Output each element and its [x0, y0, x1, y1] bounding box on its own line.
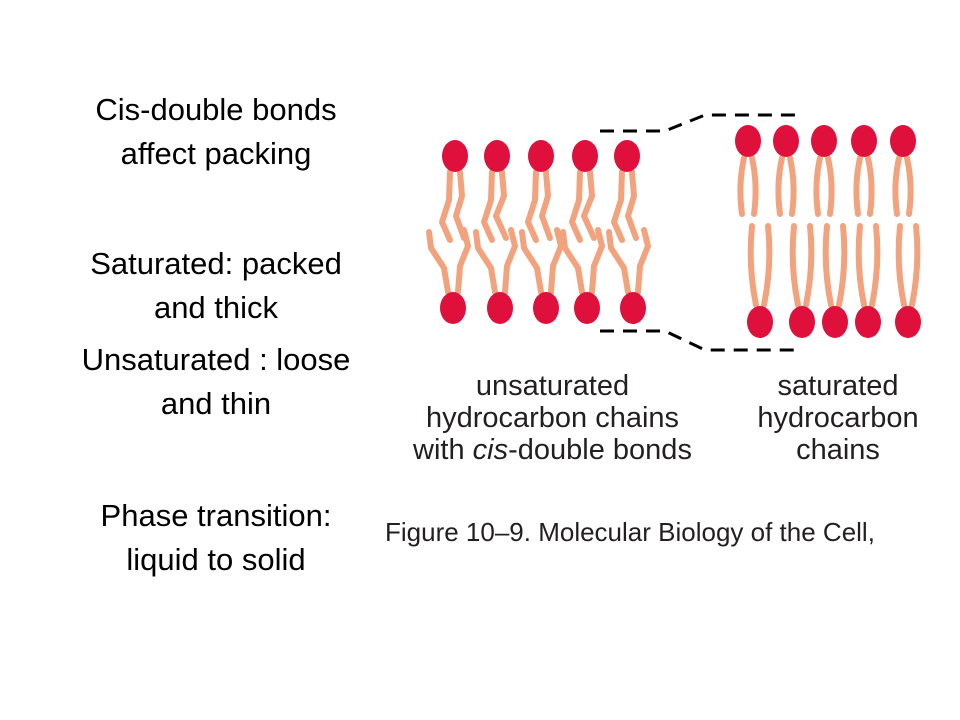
hydrocarbon-tail: [525, 169, 539, 243]
hydrocarbon-tail: [761, 223, 773, 308]
caption-line: hydrocarbon chains: [425, 402, 680, 434]
phospholipid-head: [890, 125, 916, 157]
hydrocarbon-tail: [589, 227, 605, 295]
phospholipid-head: [487, 292, 513, 324]
caption-text: -double bonds: [508, 434, 692, 466]
bullet-unsaturated: Unsaturated : loose and thin: [40, 338, 392, 426]
caption-line: unsaturated: [475, 370, 630, 402]
hydrocarbon-tail: [481, 169, 495, 243]
unsaturated-bilayer: [426, 140, 651, 324]
phospholipid-head: [789, 306, 815, 338]
hydrocarbon-tail: [737, 155, 747, 217]
phospholipid-head: [855, 306, 881, 338]
hydrocarbon-tail: [581, 169, 597, 241]
hydrocarbon-tail: [892, 155, 902, 217]
bullet-line: Unsaturated : loose: [81, 342, 351, 377]
dashed-line-top: [600, 113, 795, 133]
hydrocarbon-tail: [904, 155, 914, 217]
bullet-saturated: Saturated: packed and thick: [40, 242, 392, 330]
bullet-phase-transition: Phase transition: liquid to solid: [40, 494, 392, 582]
phospholipid-head: [533, 292, 559, 324]
phospholipid-head: [574, 292, 600, 324]
hydrocarbon-tail: [611, 169, 625, 243]
figure-citation: Figure 10–9. Molecular Biology of the Ce…: [385, 517, 875, 547]
hydrocarbon-tail: [606, 229, 631, 295]
phospholipid-head: [620, 292, 646, 324]
phospholipid-head: [440, 292, 466, 324]
lipid-bilayer-figure: [426, 113, 921, 352]
hydrocarbon-tail: [473, 229, 498, 295]
hydrocarbon-tail: [803, 223, 815, 308]
phospholipid-head: [851, 125, 877, 157]
bullet-line: Cis-double bonds: [95, 92, 337, 127]
phospholipid-head: [895, 306, 921, 338]
bullet-line: Saturated: packed: [90, 246, 342, 281]
phospholipid-head: [484, 140, 510, 172]
saturated-bilayer: [735, 125, 921, 338]
bullet-line: and thin: [160, 386, 272, 421]
hydrocarbon-tail: [853, 155, 863, 217]
hydrocarbon-tail: [539, 169, 553, 241]
hydrocarbon-tail: [869, 223, 881, 308]
hydrocarbon-tail: [836, 223, 848, 308]
phospholipid-head: [614, 140, 640, 172]
hydrocarbon-tail: [822, 223, 834, 308]
phospholipid-head: [773, 125, 799, 157]
caption-line: hydrocarbon: [757, 402, 919, 434]
phospholipid-head: [735, 125, 761, 157]
bullet-line: Phase transition:: [100, 498, 332, 533]
unsaturated-caption: unsaturated hydrocarbon chains with cis-…: [385, 370, 720, 466]
hydrocarbon-tail: [519, 229, 544, 295]
hydrocarbon-tail: [747, 223, 759, 308]
hydrocarbon-tail: [825, 155, 835, 217]
hydrocarbon-tail: [569, 169, 583, 243]
dashed-line-bottom: [600, 329, 795, 352]
hydrocarbon-tail: [548, 227, 564, 295]
caption-text: with: [413, 434, 473, 466]
bullet-line: liquid to solid: [126, 542, 306, 577]
hydrocarbon-tail: [439, 169, 453, 243]
hydrocarbon-tail: [775, 155, 785, 217]
phospholipid-head: [572, 140, 598, 172]
bullet-cis-double-bonds: Cis-double bonds affect packing: [40, 88, 392, 176]
hydrocarbon-tail: [453, 169, 467, 241]
hydrocarbon-tail: [787, 155, 797, 217]
phospholipid-head: [822, 306, 848, 338]
hydrocarbon-tail: [813, 155, 823, 217]
phospholipid-head: [811, 125, 837, 157]
hydrocarbon-tail: [502, 227, 518, 295]
hydrocarbon-tail: [426, 229, 451, 295]
bilayer-thickness-dashed-lines: [600, 113, 795, 352]
hydrocarbon-tail: [895, 223, 907, 308]
hydrocarbon-tail: [909, 223, 921, 308]
phospholipid-head: [528, 140, 554, 172]
caption-line: chains: [796, 434, 880, 466]
bullet-line: affect packing: [120, 136, 312, 171]
hydrocarbon-tail: [789, 223, 801, 308]
hydrocarbon-tail: [560, 229, 585, 295]
caption-line: with cis-double bonds: [385, 434, 720, 466]
phospholipid-head: [747, 306, 773, 338]
bullet-line: and thick: [153, 290, 279, 325]
hydrocarbon-tail: [455, 227, 471, 295]
hydrocarbon-tail: [635, 227, 651, 295]
caption-line: saturated: [777, 370, 899, 402]
phospholipid-head: [442, 140, 468, 172]
hydrocarbon-tail: [855, 223, 867, 308]
hydrocarbon-tail: [865, 155, 875, 217]
caption-italic-text: cis: [472, 434, 509, 466]
hydrocarbon-tail: [625, 169, 639, 241]
saturated-caption: saturated hydrocarbon chains: [738, 370, 938, 466]
hydrocarbon-tail: [749, 155, 759, 217]
hydrocarbon-tail: [493, 169, 509, 241]
